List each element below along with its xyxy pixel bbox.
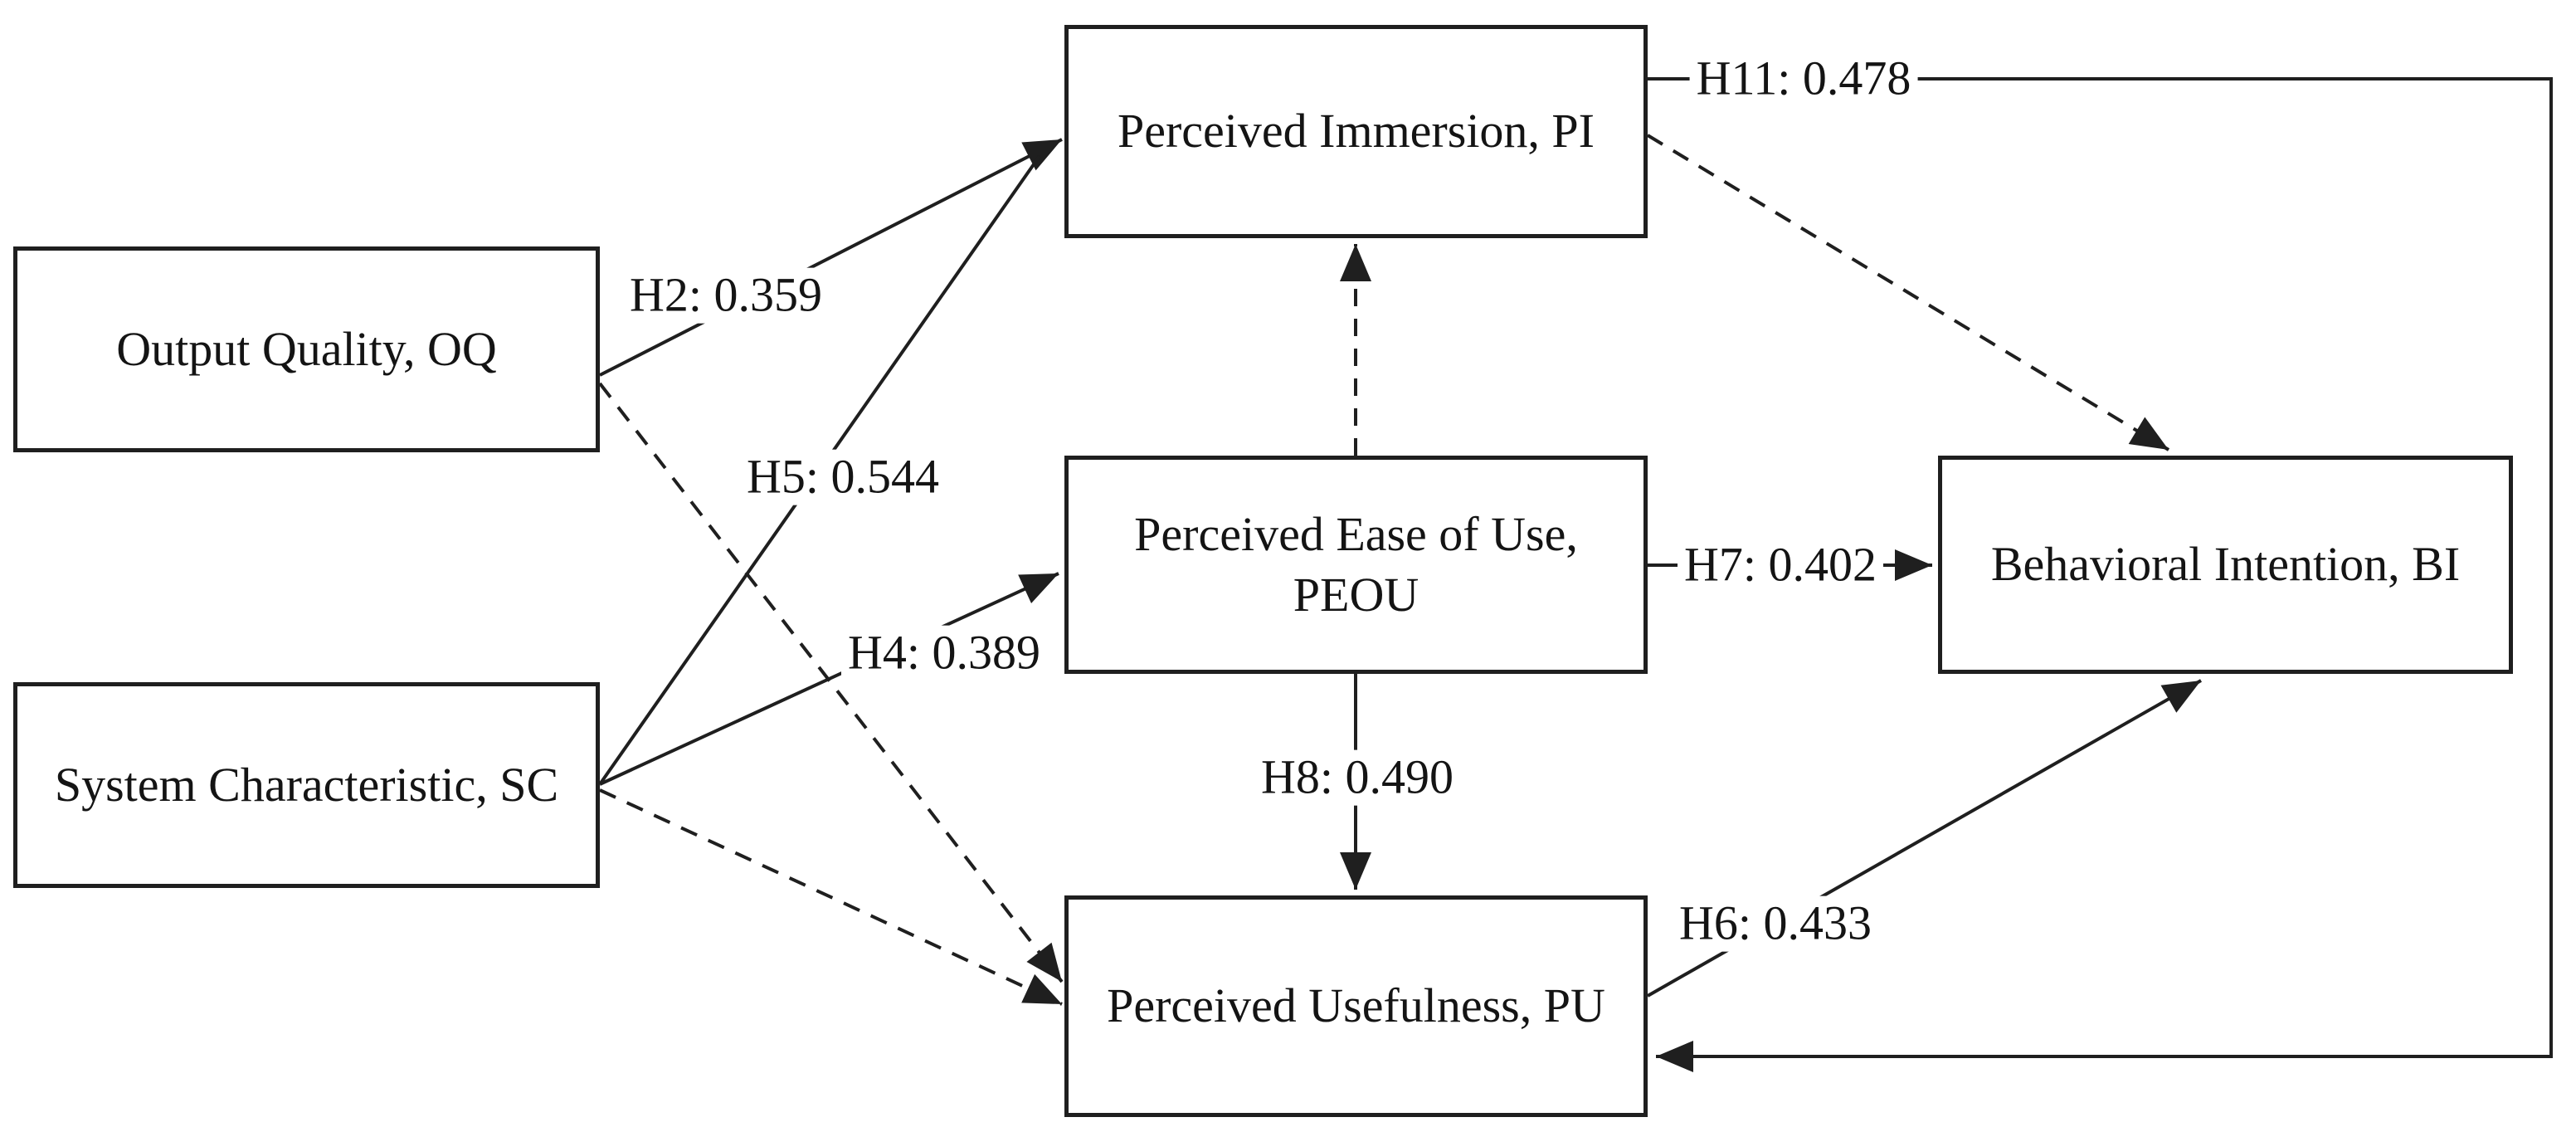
edge-label-h2: H2: 0.359 — [623, 267, 829, 324]
node-perceived-usefulness-label: Perceived Usefulness, PU — [1107, 978, 1605, 1033]
node-output-quality: Output Quality, OQ — [13, 246, 600, 452]
node-perceived-ease-of-use-label: Perceived Ease of Use, PEOU — [1134, 507, 1578, 622]
edge-pi-bi-line — [1646, 134, 2170, 451]
edge-label-h4: H4: 0.389 — [841, 625, 1047, 681]
node-perceived-usefulness: Perceived Usefulness, PU — [1064, 895, 1648, 1117]
node-perceived-immersion: Perceived Immersion, PI — [1064, 25, 1648, 238]
edge-label-h11: H11: 0.478 — [1689, 51, 1918, 107]
node-behavioral-intention-label: Behavioral Intention, BI — [1990, 537, 2461, 592]
edge-label-h7: H7: 0.402 — [1678, 537, 1883, 593]
edge-label-h5: H5: 0.544 — [740, 449, 946, 505]
node-system-characteristic: System Characteristic, SC — [13, 682, 600, 888]
edge-label-h6: H6: 0.433 — [1673, 895, 1878, 952]
node-output-quality-label: Output Quality, OQ — [116, 321, 497, 376]
edge-sc-pu-line — [599, 788, 1063, 1006]
edge-h11-line — [1648, 77, 2553, 1072]
node-behavioral-intention: Behavioral Intention, BI — [1938, 456, 2513, 674]
edge-h2-line — [599, 138, 1063, 377]
edge-label-h8: H8: 0.490 — [1254, 749, 1460, 806]
node-perceived-immersion-label: Perceived Immersion, PI — [1117, 104, 1595, 159]
node-perceived-ease-of-use: Perceived Ease of Use, PEOU — [1064, 456, 1648, 674]
edge-oq-pu-line — [598, 382, 1064, 983]
node-system-characteristic-label: System Characteristic, SC — [54, 757, 559, 812]
